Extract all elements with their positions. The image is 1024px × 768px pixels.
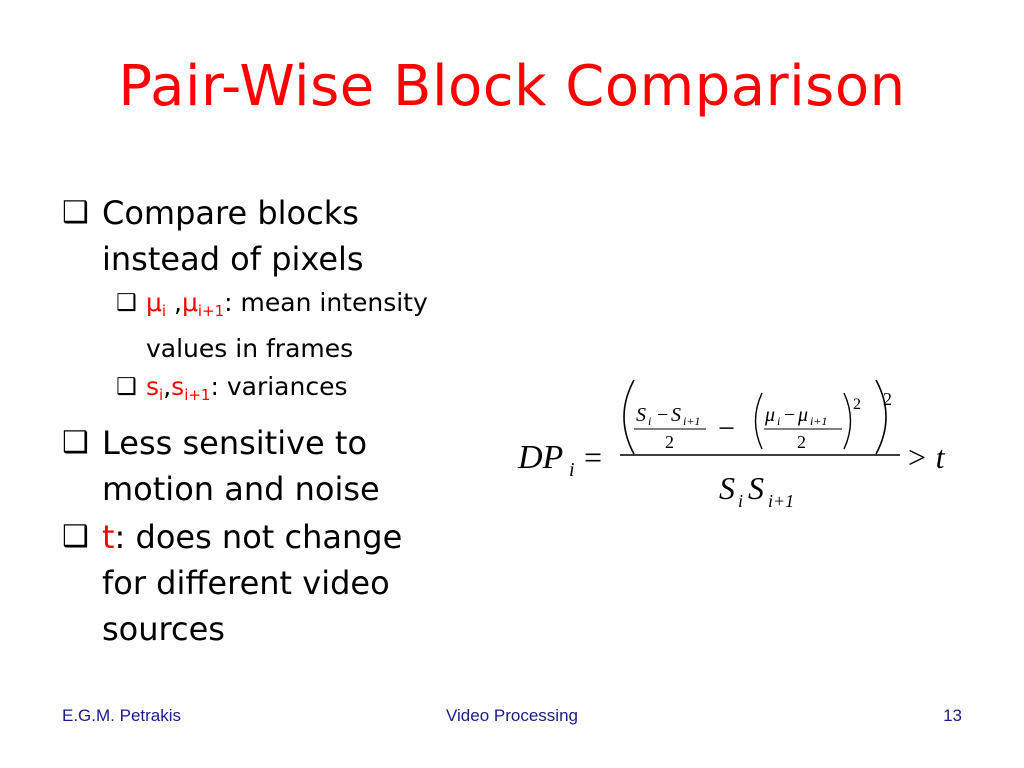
bullet-list: ❑ Compare blocks instead of pixels ❑ μi … [62,190,502,654]
sub-bullet-variances: ❑ si,si+1: variances [116,368,502,414]
hollow-square-bullet-icon: ❑ [62,519,89,554]
formula-lhs-sub: i [569,459,575,481]
bullet-less-sensitive: ❑ Less sensitive to motion and noise [62,420,502,512]
numerator-sub-i1: i+1 [683,414,700,428]
bullet-threshold: ❑ t: does not change for different video… [62,514,502,652]
hollow-square-bullet-icon: ❑ [62,195,89,230]
dp-formula: DP i = 2 S i − S i+1 2 − μ i − μ i+1 2 2… [517,379,946,511]
slide-title: Pair-Wise Block Comparison [118,54,906,119]
bullet-text: Compare blocks [102,194,359,232]
denominator-S: S [748,470,764,506]
numerator-minus: − [657,404,668,426]
bullet-text: instead of pixels [102,240,364,278]
subscript-i1: i+1 [197,302,225,320]
subscript-i: i [159,386,164,404]
numerator-S: S [671,404,681,426]
inner-left-paren [754,392,763,450]
inner-right-paren [843,392,852,450]
numerator-S: S [636,404,646,426]
s-symbol: s [146,372,160,401]
outer-left-paren [623,379,635,455]
t-symbol: t [102,518,115,556]
bullet-compare-blocks: ❑ Compare blocks instead of pixels [62,190,502,282]
denominator-sub-i1: i+1 [768,491,794,511]
numerator-sub-i: i [648,414,651,428]
denominator-sub-i: i [738,491,743,511]
denominator-two: 2 [797,432,806,452]
footer-author: E.G.M. Petrakis [62,706,182,725]
subscript-i: i [161,302,167,320]
formula-minus: − [718,412,735,445]
mu-symbol: μ [146,288,162,317]
numerator-minus: − [784,404,795,426]
numerator-sub-i: i [777,414,780,428]
numerator-sub-i1: i+1 [810,414,827,428]
bullet-text: for different video [102,564,390,602]
comma: , [163,372,172,401]
hollow-square-bullet-icon: ❑ [116,290,137,316]
mu-symbol: μ [181,288,198,317]
bullet-text: : variances [210,372,348,401]
sub-bullet-mean-intensity: ❑ μi ,μi+1: mean intensity values in fra… [116,284,502,368]
bullet-text: motion and noise [102,470,380,508]
bullet-text: sources [102,610,225,648]
bullet-text: values in frames [146,334,354,363]
comma: , [166,288,182,317]
subscript-i1: i+1 [184,386,211,404]
footer-topic: Video Processing [446,706,578,725]
formula-lhs: DP [517,439,563,476]
footer-page-number: 13 [943,706,962,725]
numerator-mu: μ [797,404,808,426]
hollow-square-bullet-icon: ❑ [62,425,89,460]
bullet-text: : mean intensity [224,288,428,317]
bullet-text: Less sensitive to [102,424,368,462]
denominator-S: S [719,470,735,506]
inner-square: 2 [853,396,861,413]
hollow-square-bullet-icon: ❑ [116,374,137,400]
bullet-text: : does not change [114,518,403,556]
formula-gt-t: > t [906,439,946,475]
denominator-two: 2 [665,432,674,452]
s-symbol: s [171,372,185,401]
numerator-mu: μ [764,404,775,426]
formula-equals: = [584,439,602,475]
outer-right-paren [875,379,887,455]
outer-square: 2 [883,389,892,409]
